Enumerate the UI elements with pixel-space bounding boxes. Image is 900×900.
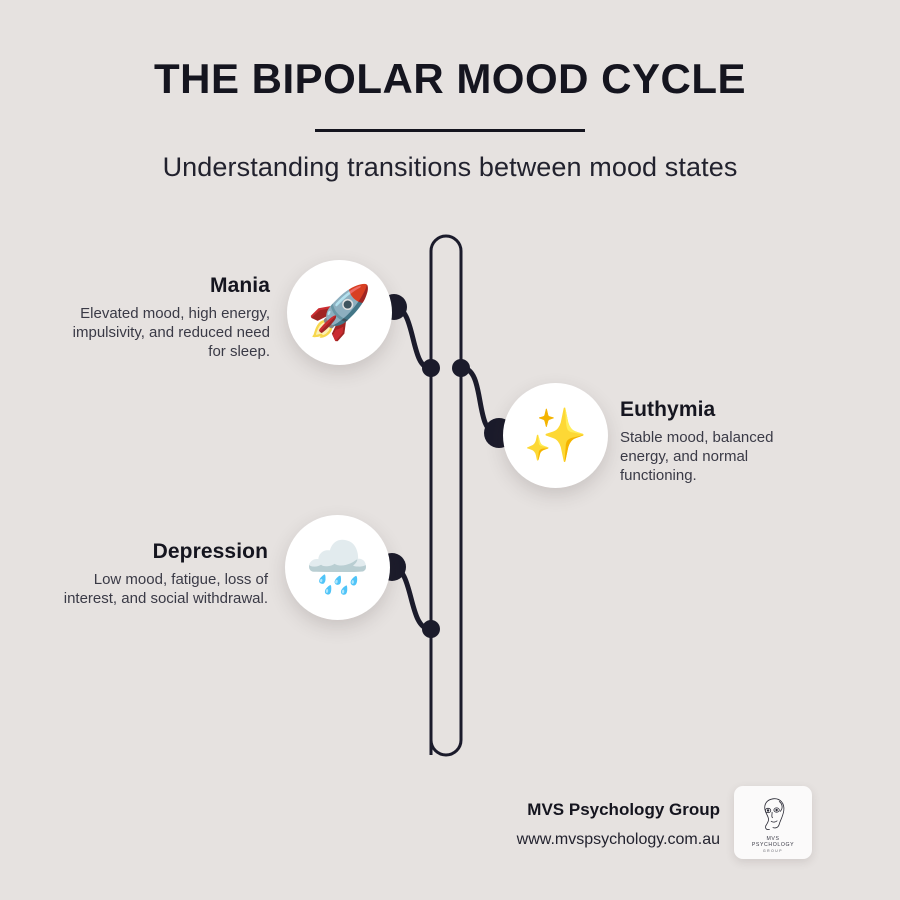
page-title: THE BIPOLAR MOOD CYCLE bbox=[153, 55, 746, 102]
rail-dot-mania[interactable] bbox=[422, 359, 440, 377]
node-description-euthymia: Stable mood, balanced energy, and normal… bbox=[620, 429, 774, 485]
node-title-depression: Depression bbox=[152, 540, 268, 563]
node-label-euthymia: Euthymia Stable mood, balanced energy, a… bbox=[620, 398, 820, 486]
rail-dot-euthymia[interactable] bbox=[452, 359, 470, 377]
node-title-euthymia: Euthymia bbox=[620, 398, 716, 421]
footer-brand-name: MVS Psychology Group bbox=[527, 800, 720, 819]
node-label-depression: Depression Low mood, fatigue, loss of in… bbox=[50, 540, 268, 608]
logo-line-3: GROUP bbox=[763, 848, 783, 853]
page-subtitle: Understanding transitions between mood s… bbox=[162, 152, 738, 182]
node-depression[interactable]: 🌧️ bbox=[285, 515, 390, 620]
node-label-mania: Mania Elevated mood, high energy, impuls… bbox=[70, 274, 270, 362]
rocket-icon: 🚀 bbox=[307, 283, 372, 342]
node-euthymia[interactable]: ✨ bbox=[503, 383, 608, 488]
sparkles-icon: ✨ bbox=[523, 406, 588, 465]
logo-line-1: MVS bbox=[766, 835, 780, 842]
capsule-rail bbox=[429, 234, 463, 757]
node-description-mania: Elevated mood, high energy, impulsivity,… bbox=[72, 305, 270, 361]
face-line-art-icon bbox=[764, 797, 785, 830]
title-divider bbox=[315, 129, 585, 132]
logo-line-2: PSYCHOLOGY bbox=[751, 841, 795, 848]
rail-dot-depression[interactable] bbox=[422, 620, 440, 638]
node-title-mania: Mania bbox=[209, 274, 270, 297]
rain-cloud-icon: 🌧️ bbox=[305, 538, 370, 597]
mvs-logo[interactable]: MVS PSYCHOLOGY GROUP bbox=[734, 786, 812, 859]
node-mania[interactable]: 🚀 bbox=[287, 260, 392, 365]
footer-website-url[interactable]: www.mvspsychology.com.au bbox=[516, 831, 720, 848]
node-description-depression: Low mood, fatigue, loss of interest, and… bbox=[63, 571, 268, 608]
